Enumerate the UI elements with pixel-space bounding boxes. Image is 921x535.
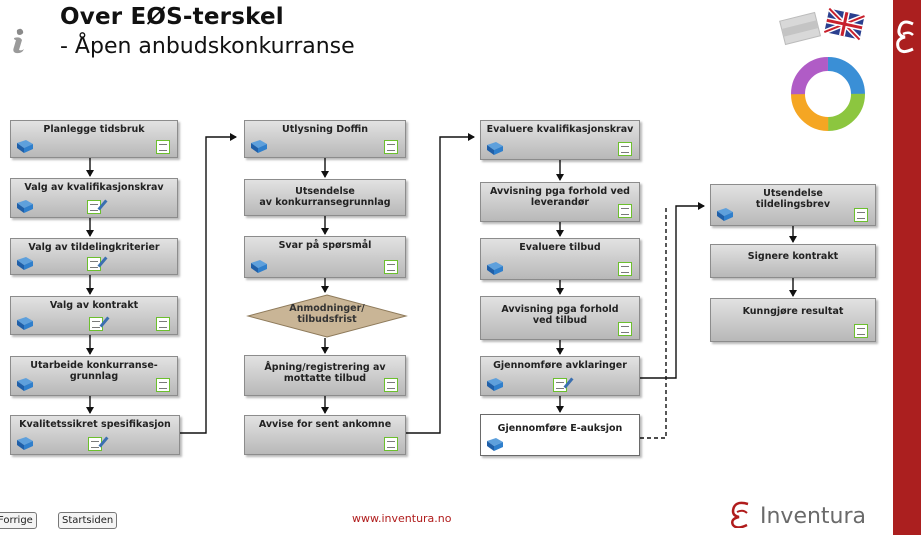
document-icon[interactable] [384, 437, 398, 451]
flow-step-avvise-for-sent[interactable]: Avvise for sent ankomne [244, 415, 406, 455]
book-icon[interactable] [16, 377, 34, 392]
previous-button[interactable]: Forrige [0, 512, 37, 529]
page-subtitle: - Åpen anbudskonkurranse [60, 34, 355, 59]
book-icon[interactable] [486, 261, 504, 276]
flow-step-avvisning-leverandor[interactable]: Avvisning pga forhold ved leverandør [480, 182, 640, 222]
decision-diamond [246, 294, 408, 338]
flow-step-utsendelse-tildelingsbrev[interactable]: Utsendelse tildelingsbrev [710, 184, 876, 226]
document-icon[interactable] [156, 378, 170, 392]
document-icon[interactable] [384, 378, 398, 392]
document-icon[interactable] [618, 204, 632, 218]
flow-step-avvisning-tilbud[interactable]: Avvisning pga forhold ved tilbud [480, 296, 640, 340]
language-flags-icon[interactable] [772, 6, 872, 50]
info-icon[interactable] [6, 26, 32, 56]
book-icon[interactable] [250, 139, 268, 154]
book-icon[interactable] [250, 259, 268, 274]
flow-step-aapning-registrering[interactable]: Åpning/registrering av mottatte tilbud [244, 355, 406, 396]
document-icon[interactable] [156, 140, 170, 154]
flow-step-planlegge[interactable]: Planlegge tidsbruk [10, 120, 178, 158]
book-icon[interactable] [486, 377, 504, 392]
flow-step-gjennomfore-e-auksjon[interactable]: Gjennomføre E-auksjon [480, 414, 640, 456]
book-icon[interactable] [716, 207, 734, 222]
brand-sidebar [893, 0, 921, 535]
flow-step-kunngjore-resultat[interactable]: Kunngjøre resultat [710, 298, 876, 342]
inventura-mark-icon [731, 501, 749, 528]
flow-step-signere-kontrakt[interactable]: Signere kontrakt [710, 244, 876, 278]
edit-document-icon[interactable] [87, 257, 101, 271]
book-icon[interactable] [16, 199, 34, 214]
document-icon[interactable] [384, 260, 398, 274]
edit-document-icon[interactable] [553, 378, 567, 392]
flow-step-tildelingkriterier[interactable]: Valg av tildelingkriterier [10, 238, 178, 275]
flow-step-konkurransegrunnlag[interactable]: Utarbeide konkurranse- grunnlag [10, 356, 178, 396]
document-icon[interactable] [384, 140, 398, 154]
flow-step-utlysning-doffin[interactable]: Utlysning Doffin [244, 120, 406, 158]
document-icon[interactable] [854, 324, 868, 338]
page-title: Over EØS-terskel [60, 4, 284, 30]
brand-name: Inventura [760, 504, 867, 529]
document-icon[interactable] [854, 208, 868, 222]
edit-document-icon[interactable] [87, 200, 101, 214]
edit-document-icon[interactable] [88, 437, 102, 451]
book-icon[interactable] [16, 256, 34, 271]
book-icon[interactable] [16, 436, 34, 451]
flow-step-kvalifikasjonskrav[interactable]: Valg av kvalifikasjonskrav [10, 178, 178, 218]
edit-document-icon[interactable] [89, 317, 103, 331]
book-icon[interactable] [16, 316, 34, 331]
book-icon[interactable] [16, 139, 34, 154]
document-icon[interactable] [618, 142, 632, 156]
document-icon[interactable] [618, 262, 632, 276]
website-link[interactable]: www.inventura.no [352, 512, 452, 525]
flow-step-utsendelse-konkurransegrunnlag[interactable]: Utsendelse av konkurransegrunnlag [244, 179, 406, 216]
process-cycle-icon[interactable] [786, 52, 870, 136]
book-icon[interactable] [486, 437, 504, 452]
flow-step-evaluere-tilbud[interactable]: Evaluere tilbud [480, 238, 640, 280]
flow-step-gjennomfore-avklaringer[interactable]: Gjennomføre avklaringer [480, 356, 640, 396]
flow-step-svar-paa-sporsmal[interactable]: Svar på spørsmål [244, 236, 406, 278]
document-icon[interactable] [618, 322, 632, 336]
flow-decision-tilbudsfrist[interactable]: Anmodninger/ tilbudsfrist [246, 294, 408, 338]
flow-step-evaluere-kvalifikasjonskrav[interactable]: Evaluere kvalifikasjonskrav [480, 120, 640, 160]
document-icon[interactable] [156, 317, 170, 331]
home-button[interactable]: Startsiden [58, 512, 118, 529]
flow-step-spesifikasjon[interactable]: Kvalitetssikret spesifikasjon [10, 415, 180, 455]
book-icon[interactable] [486, 141, 504, 156]
inventura-logo-icon [896, 20, 914, 54]
flow-step-kontrakt[interactable]: Valg av kontrakt [10, 296, 178, 335]
